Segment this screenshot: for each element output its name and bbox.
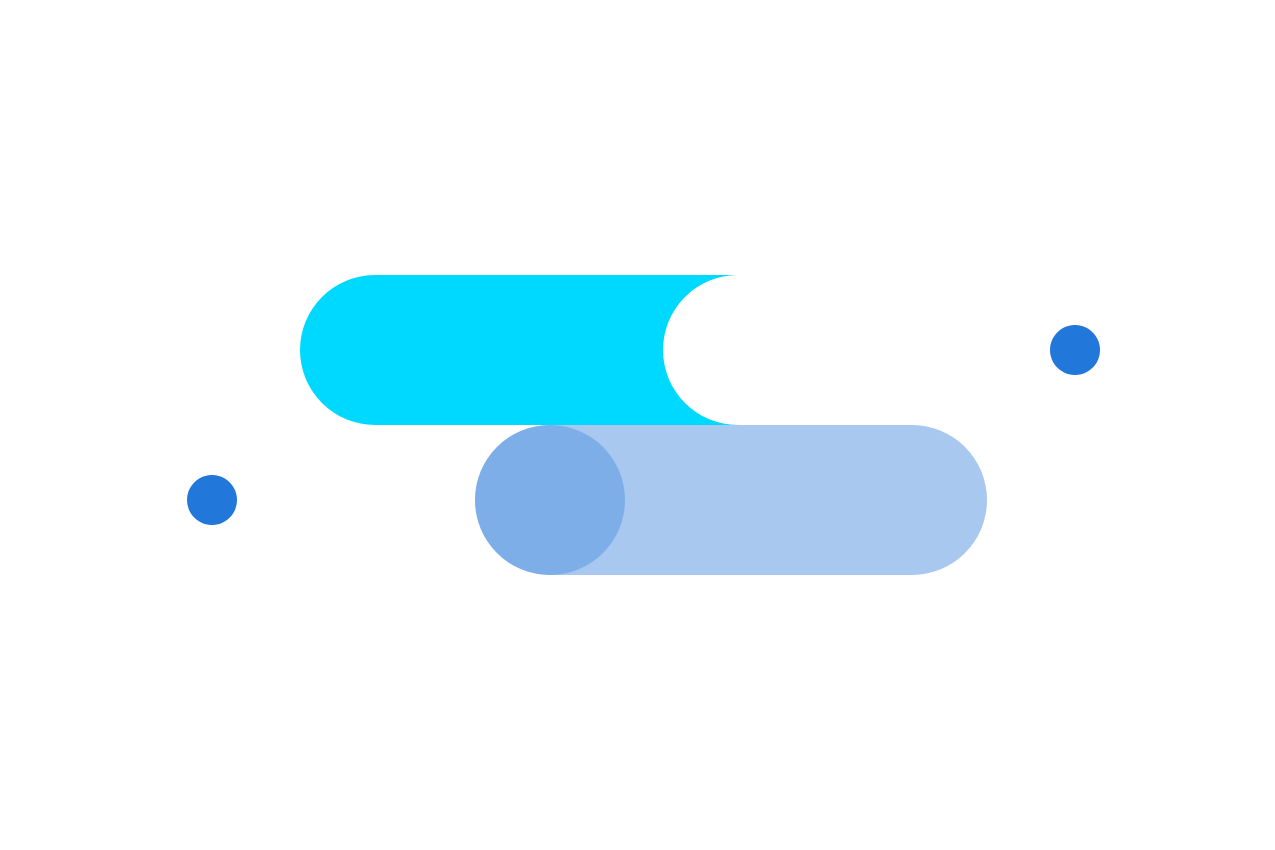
upper-toggle-pill: [300, 275, 738, 425]
lower-toggle-knob: [475, 425, 625, 575]
right-dot: [1050, 325, 1100, 375]
left-dot: [187, 475, 237, 525]
